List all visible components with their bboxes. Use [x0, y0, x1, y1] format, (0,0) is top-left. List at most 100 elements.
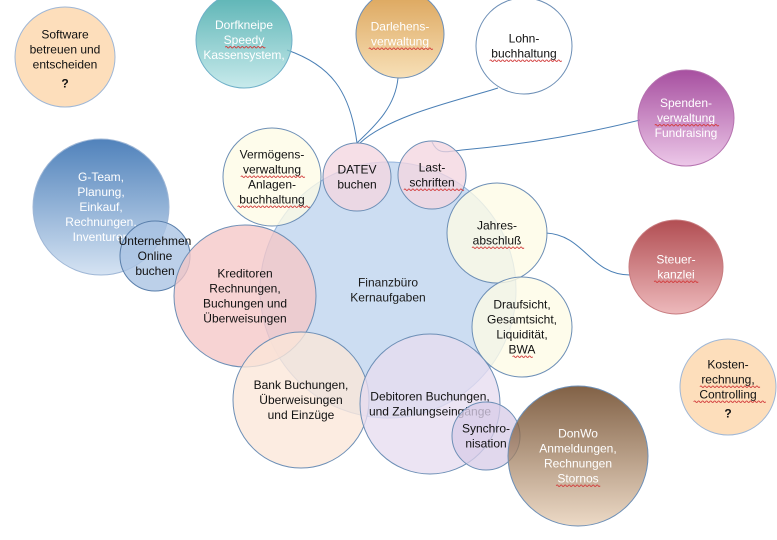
bubble-label-line: buchhaltung	[491, 47, 556, 61]
question-mark-icon: ?	[724, 407, 731, 421]
bubble-circle-dorfkneipe	[195, 0, 293, 89]
bubble-label-line: BWA	[509, 343, 536, 357]
bubble-label-line: Dorfkneipe	[215, 18, 273, 32]
bubble-kosten: Kosten-rechnung,Controlling?	[679, 338, 777, 436]
spellcheck-underline	[512, 355, 534, 358]
bubble-label-line: Bank Buchungen,	[254, 378, 349, 392]
bubble-circle-lohn	[475, 0, 573, 95]
connector-line	[431, 119, 641, 153]
bubble-label-line: schriften	[409, 176, 454, 190]
bubble-label-line: Unternehmen	[119, 234, 192, 248]
bubble-label-line: Draufsicht,	[493, 298, 550, 312]
spellcheck-underline	[653, 280, 699, 283]
spellcheck-underline	[403, 188, 465, 191]
spellcheck-underline	[471, 246, 525, 249]
bubble-label-line: nisation	[465, 437, 506, 451]
bubble-label-line: Online	[138, 249, 173, 263]
bubble-label-line: abschluß	[473, 234, 522, 248]
spellcheck-underline	[693, 400, 767, 403]
bubble-label-line: Synchro-	[462, 422, 510, 436]
question-mark-icon: ?	[61, 77, 68, 91]
bubble-label-line: Vermögens-	[240, 148, 305, 162]
bubble-steuer: Steuer-kanzlei	[628, 219, 724, 315]
bubble-label-line: betreuen und	[30, 43, 101, 57]
bubble-draufsicht: Draufsicht,Gesamtsicht,Liquidität,BWA	[471, 276, 573, 378]
bubble-circle-donwo	[507, 385, 649, 527]
bubble-circle-steuer	[628, 219, 724, 315]
bubble-label-line: Debitoren Buchungen,	[370, 390, 489, 404]
connector-line	[286, 49, 358, 144]
bubble-label-line: Inventuren	[73, 230, 130, 244]
bubble-label-line: verwaltung	[371, 35, 429, 49]
spellcheck-underline	[654, 124, 720, 127]
spellcheck-underline	[240, 175, 306, 178]
spellcheck-underline	[699, 385, 761, 388]
bubble-label-line: rechnung,	[701, 373, 754, 387]
bubble-label-line: Anmeldungen,	[539, 442, 616, 456]
spellcheck-underline	[489, 59, 563, 62]
bubble-label-line: Darlehens-	[371, 20, 430, 34]
bubble-label-line: Rechnungen,	[65, 215, 136, 229]
bubble-circle-darlehen	[355, 0, 445, 79]
bubble-label-line: Software	[41, 28, 89, 42]
bubble-label-line: Spenden-	[660, 96, 712, 110]
bubble-circle-jahres	[446, 182, 548, 284]
bubble-label-line: und Einzüge	[268, 408, 335, 422]
bubble-label-line: DonWo	[558, 427, 598, 441]
bubble-jahres: Jahres-abschluß	[446, 182, 548, 284]
bubble-label-line: Finanzbüro	[358, 276, 418, 290]
bubble-label-line: Lohn-	[509, 32, 540, 46]
bubble-label-line: Fundraising	[655, 126, 718, 140]
bubble-label-line: Rechnungen	[544, 457, 612, 471]
bubble-label-line: Stornos	[557, 472, 598, 486]
bubble-circle-software	[14, 6, 116, 108]
bubble-circle-draufsicht	[471, 276, 573, 378]
bubble-label-line: Kreditoren	[217, 267, 272, 281]
bubble-label-line: G-Team,	[78, 170, 124, 184]
bubble-label-line: Gesamtsicht,	[487, 313, 557, 327]
bubble-label-line: buchen	[135, 264, 174, 278]
bubble-label-line: Planung,	[77, 185, 124, 199]
spellcheck-underline	[368, 47, 434, 50]
bubble-label-line: Speedy	[224, 33, 265, 47]
bubble-label-line: Kosten-	[707, 358, 748, 372]
bubble-label-line: Überweisungen	[203, 312, 286, 326]
bubble-label-line: buchen	[337, 178, 376, 192]
bubble-label-line: Last-	[419, 161, 446, 175]
bubble-label-line: Controlling	[699, 388, 756, 402]
connector-line	[356, 77, 399, 144]
bubble-label-line: Überweisungen	[259, 393, 342, 407]
connector-line	[545, 232, 631, 276]
spellcheck-underline	[224, 46, 266, 49]
bubble-lohn: Lohn-buchhaltung	[475, 0, 573, 95]
bubble-label-line: Anlagen-	[248, 178, 296, 192]
bubble-label-line: Buchungen und	[203, 297, 287, 311]
bubble-darlehen: Darlehens-verwaltung	[355, 0, 445, 79]
bubble-label-line: DATEV	[337, 163, 376, 177]
connector-line	[359, 87, 499, 144]
bubble-label-line: Rechnungen,	[209, 282, 280, 296]
bubble-label-line: verwaltung	[657, 111, 715, 125]
spellcheck-underline	[555, 484, 601, 487]
bubble-label-line: Liquidität,	[496, 328, 547, 342]
bubble-last: Last-schriften	[397, 140, 467, 210]
bubble-label-line: verwaltung	[243, 163, 301, 177]
bubble-label-line: Kassensystem,	[203, 48, 284, 62]
bubble-label-line: Kernaufgaben	[350, 291, 425, 305]
bubble-label-line: Steuer-	[656, 253, 695, 267]
spellcheck-underline	[237, 205, 311, 208]
bubble-sync: Synchro-nisation	[451, 401, 521, 471]
bubble-label-line: Einkauf,	[79, 200, 122, 214]
bubble-label-line: buchhaltung	[239, 193, 304, 207]
